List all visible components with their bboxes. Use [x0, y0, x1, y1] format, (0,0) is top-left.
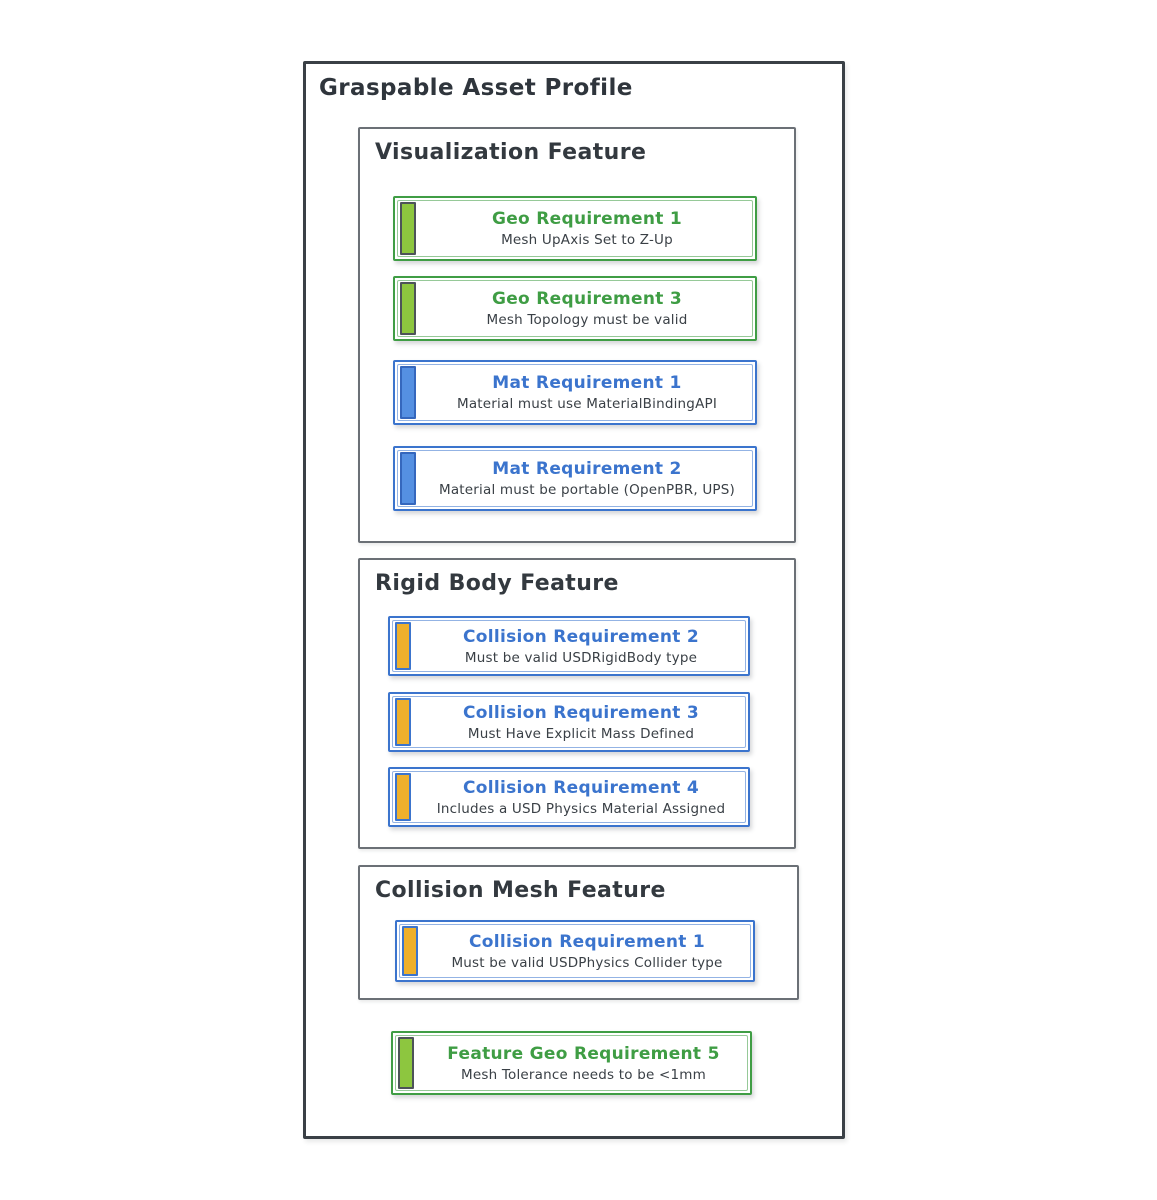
section-title: Collision Mesh Feature — [375, 878, 666, 903]
requirement-card: Collision Requirement 3 Must Have Explic… — [388, 692, 750, 752]
requirement-subtitle: Must be valid USDPhysics Collider type — [451, 954, 723, 971]
requirement-subtitle: Must be valid USDRigidBody type — [464, 649, 698, 666]
section-title: Rigid Body Feature — [375, 571, 619, 596]
requirement-status-bar — [400, 282, 416, 335]
section-collision-mesh-feature: Collision Mesh Feature Collision Require… — [358, 865, 799, 1000]
requirement-status-bar — [395, 622, 411, 670]
requirement-title: Collision Requirement 2 — [462, 626, 700, 647]
requirement-title: Collision Requirement 1 — [468, 931, 706, 952]
requirement-subtitle: Must Have Explicit Mass Defined — [467, 725, 695, 742]
requirement-subtitle: Mesh UpAxis Set to Z-Up — [501, 232, 673, 248]
requirement-card: Collision Requirement 1 Must be valid US… — [395, 920, 755, 982]
requirement-status-bar — [398, 1037, 414, 1089]
section-visualization-feature: Visualization Feature Geo Requirement 1 … — [358, 127, 796, 543]
requirement-title: Geo Requirement 3 — [491, 289, 683, 309]
requirement-title: Geo Requirement 1 — [491, 209, 683, 229]
requirement-title: Mat Requirement 1 — [492, 373, 682, 393]
requirement-card: Mat Requirement 1 Material must use Mate… — [393, 360, 757, 425]
graspable-asset-profile-box: Graspable Asset Profile Visualization Fe… — [303, 61, 845, 1139]
requirement-subtitle: Mesh Tolerance needs to be <1mm — [461, 1066, 706, 1083]
section-title: Visualization Feature — [375, 140, 647, 165]
requirement-subtitle: Material must be portable (OpenPBR, UPS) — [438, 482, 736, 498]
diagram-title: Graspable Asset Profile — [319, 75, 633, 101]
requirement-subtitle: Material must use MaterialBindingAPI — [456, 396, 718, 412]
requirement-card: Feature Geo Requirement 5 Mesh Tolerance… — [391, 1031, 752, 1095]
requirement-status-bar — [400, 366, 416, 419]
requirement-title: Collision Requirement 3 — [462, 702, 700, 723]
requirement-title: Feature Geo Requirement 5 — [447, 1043, 720, 1064]
requirement-card: Mat Requirement 2 Material must be porta… — [393, 446, 757, 511]
requirement-card: Geo Requirement 3 Mesh Topology must be … — [393, 276, 757, 341]
requirement-title: Mat Requirement 2 — [492, 459, 682, 479]
requirement-status-bar — [400, 202, 416, 255]
requirement-subtitle: Includes a USD Physics Material Assigned — [436, 800, 726, 817]
requirement-card: Collision Requirement 2 Must be valid US… — [388, 616, 750, 676]
section-rigid-body-feature: Rigid Body Feature Collision Requirement… — [358, 558, 796, 849]
requirement-status-bar — [395, 773, 411, 821]
requirement-status-bar — [402, 926, 418, 976]
requirement-card: Collision Requirement 4 Includes a USD P… — [388, 767, 750, 827]
requirement-subtitle: Mesh Topology must be valid — [486, 312, 688, 328]
requirement-status-bar — [395, 698, 411, 746]
requirement-card: Geo Requirement 1 Mesh UpAxis Set to Z-U… — [393, 196, 757, 261]
requirement-status-bar — [400, 452, 416, 505]
requirement-title: Collision Requirement 4 — [462, 777, 700, 798]
